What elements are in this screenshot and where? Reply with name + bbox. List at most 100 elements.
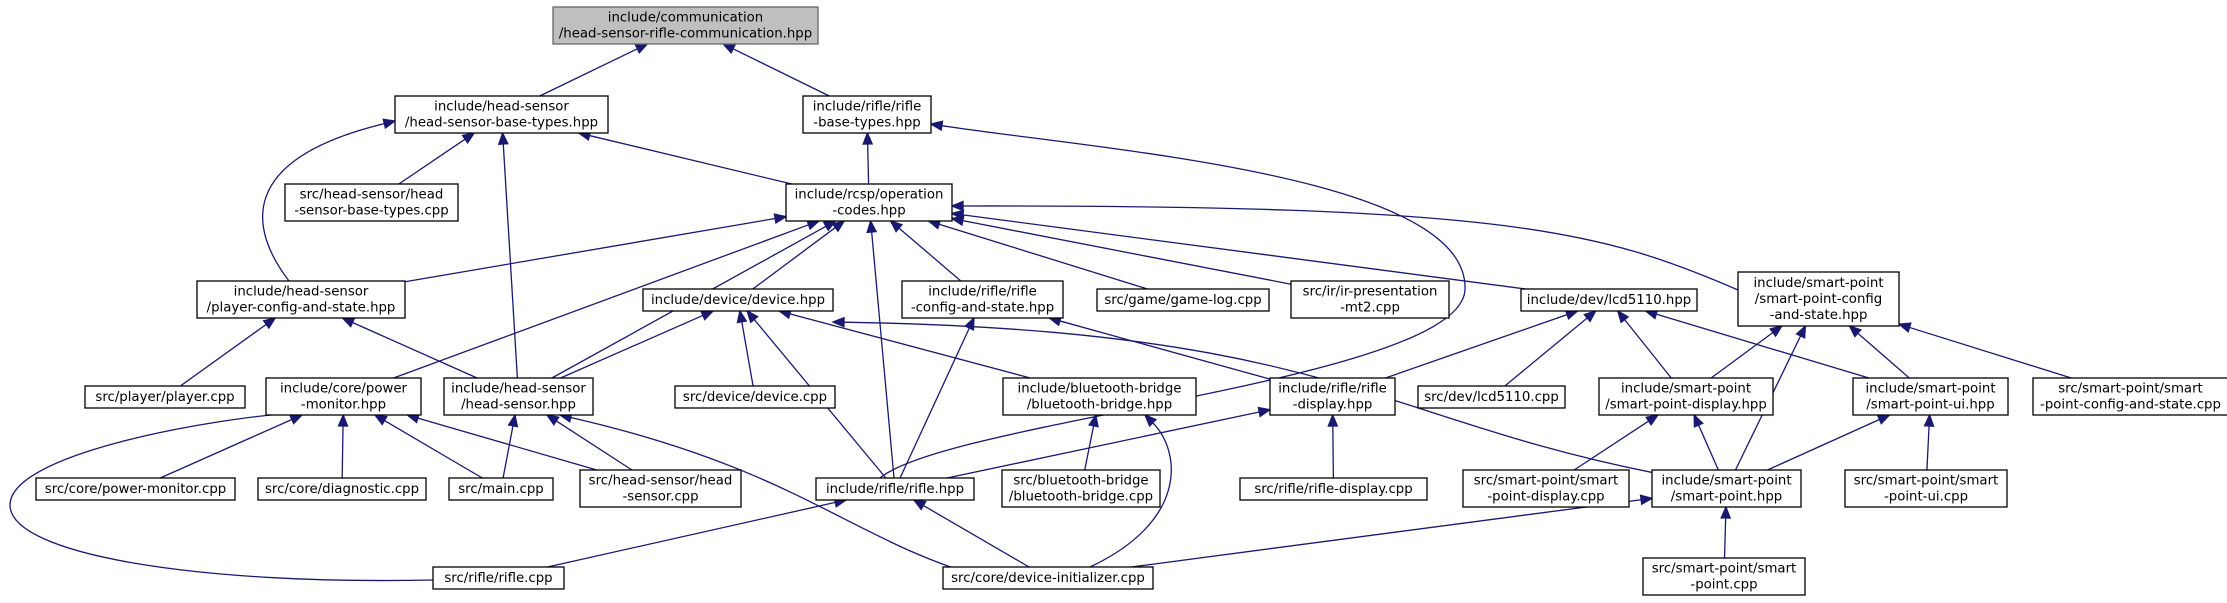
edge-hs_cpp-to-hs-arrowhead — [545, 414, 560, 426]
graph-node-root[interactable]: include/communication/head-sensor-rifle-… — [552, 6, 819, 45]
edge-rifle_base-to-root-arrowhead — [721, 43, 737, 55]
graph-node-rifle-cpp[interactable]: src/rifle/rifle.cpp — [432, 566, 565, 590]
graph-node-devinit-cpp[interactable]: src/core/device-initializer.cpp — [942, 566, 1154, 590]
node-box — [1239, 477, 1428, 501]
edge-opcodes-to-rifle_base-arrowhead — [862, 131, 874, 145]
edge-devinit_cpp-to-rifle — [912, 499, 1030, 568]
graph-node-sp[interactable]: include/smart-point/smart-point.hpp — [1651, 469, 1802, 508]
edge-sp_ui_cpp-to-sp_ui — [1923, 413, 1935, 471]
edge-sp-to-sp_ui-arrowhead — [1876, 414, 1892, 425]
node-box — [1290, 280, 1450, 319]
graph-node-bt-cpp[interactable]: src/bluetooth-bridge/bluetooth-bridge.cp… — [1001, 469, 1161, 508]
graph-node-lcd-cpp[interactable]: src/dev/lcd5110.cpp — [1417, 385, 1566, 409]
graph-node-sp-cfg[interactable]: include/smart-point/smart-point-config-a… — [1737, 271, 1900, 327]
graph-node-sp-ui-cpp[interactable]: src/smart-point/smart-point-ui.cpp — [1844, 469, 2008, 508]
graph-node-bt[interactable]: include/bluetooth-bridge/bluetooth-bridg… — [1002, 377, 1197, 416]
node-label-line: src/head-sensor/head — [589, 474, 733, 489]
edge-device_cpp-to-device — [736, 309, 754, 387]
edge-src_hs_base-to-hs_base-line — [398, 138, 466, 185]
graph-node-player-cpp[interactable]: src/player/player.cpp — [84, 385, 246, 409]
node-label-line: include/head-sensor — [234, 285, 369, 300]
edge-diag_cpp-to-power-line — [341, 425, 344, 479]
edge-bt_cpp-to-bt — [1084, 413, 1099, 471]
node-label-line: include/head-sensor — [434, 100, 569, 115]
edge-gamelog-to-opcodes-line — [938, 223, 1148, 290]
graph-node-hs[interactable]: include/head-sensor/head-sensor.hpp — [443, 377, 594, 416]
edge-hs_cpp-to-power-line — [417, 417, 597, 471]
graph-node-src-hs-base[interactable]: src/head-sensor/head-sensor-base-types.c… — [284, 183, 459, 222]
node-box — [448, 477, 554, 501]
edge-sp-to-sp_disp-line — [1697, 424, 1719, 471]
graph-node-device-cpp[interactable]: src/device/device.cpp — [674, 385, 836, 409]
graph-node-main-cpp[interactable]: src/main.cpp — [448, 477, 554, 501]
node-box — [579, 469, 742, 508]
edge-rifle-to-rifle_cfg-line — [899, 327, 970, 479]
node-label-line: include/smart-point — [1753, 276, 1883, 291]
edge-player_cfg-to-opcodes — [404, 213, 788, 283]
node-box — [1642, 557, 1806, 596]
edge-sp_ui_cpp-to-sp_ui-arrowhead — [1923, 413, 1935, 427]
node-label-line: -display.hpp — [1293, 398, 1373, 413]
graph-node-rifle-disp-cpp[interactable]: src/rifle/rifle-display.cpp — [1239, 477, 1428, 501]
graph-node-sp-ui[interactable]: include/smart-point/smart-point-ui.hpp — [1852, 377, 2009, 416]
edge-player_cpp-to-player_cfg-arrowhead — [262, 316, 277, 330]
node-label-line: /bluetooth-bridge.cpp — [1009, 490, 1153, 505]
node-box — [196, 280, 406, 319]
edge-sp_disp-to-sp_cfg — [1710, 324, 1784, 379]
edge-device_cpp-to-device-line — [741, 321, 754, 387]
edge-rifle_base-to-root — [721, 43, 830, 97]
edge-main_cpp-to-hs-line — [502, 425, 514, 479]
edge-power_cpp-to-power — [159, 414, 304, 479]
edge-devinit_cpp-to-sp-arrowhead — [1639, 494, 1654, 506]
edge-rifle-to-rifle_disp-arrowhead — [1257, 406, 1272, 418]
edge-diag_cpp-to-power — [337, 413, 349, 479]
node-label-line: src/game/game-log.cpp — [1104, 293, 1261, 308]
graph-node-power-cpp[interactable]: src/core/power-monitor.cpp — [35, 477, 236, 501]
edge-sp-to-sp_cfg-arrowhead — [1795, 324, 1807, 339]
graph-node-src-sp-cfg[interactable]: src/smart-point/smart-point-config-and-s… — [2032, 377, 2227, 416]
edge-rifle-to-rifle_base-arrowhead — [929, 120, 944, 132]
graph-node-gamelog[interactable]: src/game/game-log.cpp — [1096, 288, 1270, 312]
graph-node-lcd[interactable]: include/dev/lcd5110.hpp — [1520, 288, 1698, 312]
graph-node-hs-base[interactable]: include/head-sensor/head-sensor-base-typ… — [394, 95, 609, 134]
node-box — [1737, 271, 1900, 327]
edge-sp-to-sp_ui-line — [1767, 418, 1880, 471]
edge-power-to-opcodes-arrowhead — [806, 219, 821, 231]
node-label-line: -point-ui.cpp — [1884, 490, 1968, 505]
edge-sp-to-sp_disp — [1693, 413, 1719, 471]
edge-player_cfg-to-opcodes-line — [404, 217, 776, 283]
edge-rifle_base-to-root-line — [732, 48, 830, 97]
node-label-line: src/core/power-monitor.cpp — [45, 482, 226, 497]
graph-node-sp-disp[interactable]: include/smart-point/smart-point-display.… — [1598, 377, 1774, 416]
graph-node-rifle-cfg[interactable]: include/rifle/rifle-config-and-state.hpp — [901, 280, 1064, 319]
graph-node-hs-cpp[interactable]: src/head-sensor/head-sensor.cpp — [579, 469, 742, 508]
node-box — [1417, 385, 1566, 409]
node-label-line: -point.cpp — [1690, 578, 1757, 593]
edge-rifle-to-rifle_base — [879, 120, 1466, 479]
edge-sp_ui-to-lcd-line — [1655, 313, 1870, 379]
edge-device_cpp-to-device-arrowhead — [736, 309, 748, 324]
node-label-line: -mt2.cpp — [1340, 301, 1400, 316]
edge-rifle-to-device-arrowhead — [746, 309, 759, 324]
graph-node-sp-cpp[interactable]: src/smart-point/smart-point.cpp — [1642, 557, 1806, 596]
graph-node-rifle[interactable]: include/rifle/rifle.hpp — [815, 477, 975, 501]
edge-hs-to-device-arrowhead — [700, 310, 715, 321]
node-label-line: src/rifle/rifle.cpp — [444, 571, 552, 586]
graph-node-diag-cpp[interactable]: src/core/diagnostic.cpp — [257, 477, 427, 501]
graph-node-rifle-base[interactable]: include/rifle/rifle-base-types.hpp — [802, 95, 932, 134]
graph-node-ir[interactable]: src/ir/ir-presentation-mt2.cpp — [1290, 280, 1450, 319]
node-label-line: include/bluetooth-bridge — [1018, 382, 1182, 397]
node-box — [942, 566, 1154, 590]
graph-node-player-cfg[interactable]: include/head-sensor/player-config-and-st… — [196, 280, 406, 319]
node-label-line: src/smart-point/smart — [1854, 474, 1999, 489]
node-label-line: include/rcsp/operation — [795, 188, 944, 203]
graph-node-sp-disp-cpp[interactable]: src/smart-point/smart-point-display.cpp — [1462, 469, 1630, 508]
edge-sp_disp_cpp-to-sp_disp-arrowhead — [1645, 414, 1660, 426]
node-box — [394, 95, 609, 134]
node-label-line: -base-types.hpp — [813, 116, 920, 131]
graph-node-device[interactable]: include/device/device.hpp — [642, 288, 834, 312]
edge-bt-to-device-line — [789, 313, 1031, 379]
graph-node-opcodes[interactable]: include/rcsp/operation-codes.hpp — [785, 183, 953, 222]
graph-node-rifle-disp[interactable]: include/rifle/rifle-display.hpp — [1269, 377, 1396, 416]
graph-node-power[interactable]: include/core/power-monitor.hpp — [265, 377, 422, 416]
